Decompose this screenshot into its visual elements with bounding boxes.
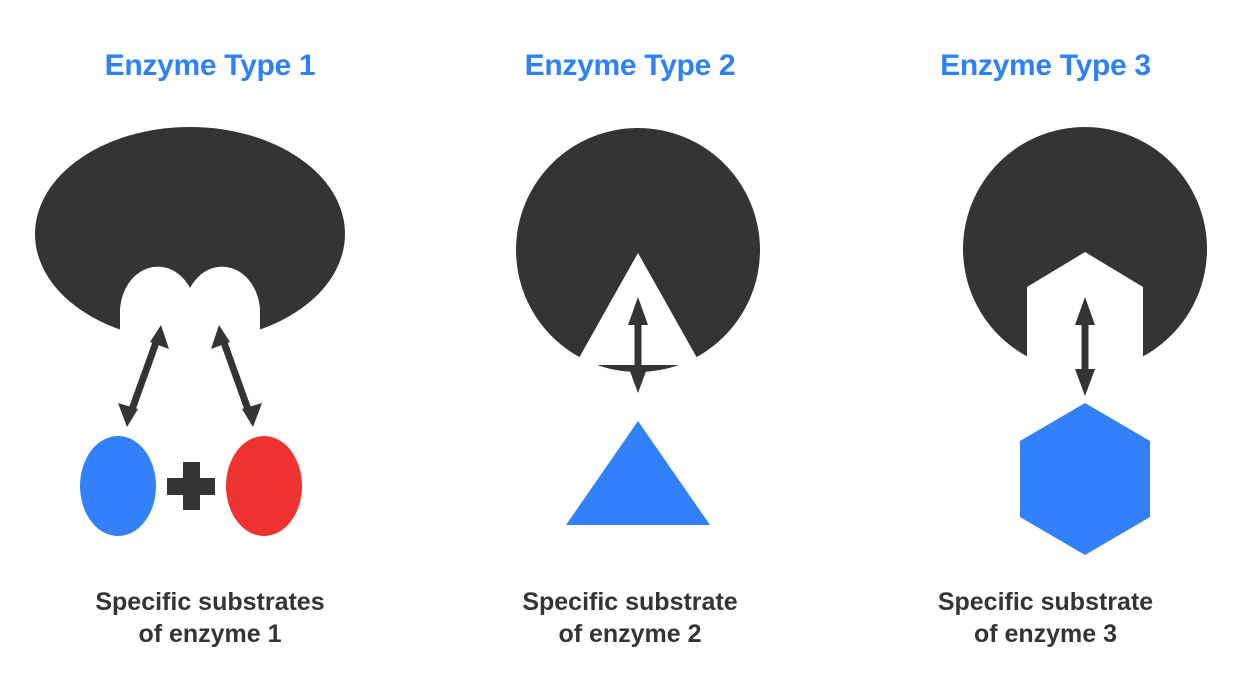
plus-operator-icon bbox=[167, 462, 215, 510]
binding-arrow-vertical bbox=[1075, 297, 1095, 396]
panel-2-caption-line-1: Specific substrate bbox=[522, 588, 738, 616]
enzyme-1-body bbox=[35, 127, 345, 341]
enzyme-2-body bbox=[516, 128, 760, 372]
panel-1-title: Enzyme Type 1 bbox=[104, 49, 316, 82]
panel-3-caption-line-1: Specific substrate bbox=[937, 588, 1154, 616]
panel-1-caption: Specific substrates of enzyme 1 bbox=[0, 586, 456, 650]
enzyme-2-circle bbox=[516, 128, 760, 372]
panel-3-figure bbox=[963, 127, 1207, 555]
enzyme-panel-1: Enzyme Type 1 bbox=[0, 0, 420, 690]
substrate-blue-oval bbox=[80, 436, 156, 536]
panel-3-caption: Specific substrate of enzyme 3 bbox=[840, 586, 1251, 650]
panel-3-caption-line-2: of enzyme 3 bbox=[973, 620, 1118, 648]
panel-1-caption-line-1: Specific substrates bbox=[95, 588, 325, 616]
panel-2-figure bbox=[516, 128, 760, 525]
enzyme-panel-2: Enzyme Type 2 Specific s bbox=[420, 0, 840, 690]
panel-2-caption: Specific substrate of enzyme 2 bbox=[420, 586, 860, 650]
enzyme-3-circle bbox=[963, 127, 1207, 371]
binding-arrow-left bbox=[118, 325, 169, 427]
substrate-blue-hexagon bbox=[1020, 403, 1150, 555]
panel-2-caption-line-2: of enzyme 2 bbox=[558, 620, 702, 648]
substrate-red-oval bbox=[226, 436, 302, 536]
enzyme-1-ellipse bbox=[35, 127, 345, 341]
substrate-blue-triangle bbox=[566, 421, 710, 525]
enzyme-panel-3: Enzyme Type 3 Specific s bbox=[840, 0, 1251, 690]
plus-bar-vertical bbox=[183, 462, 200, 510]
panel-3-title: Enzyme Type 3 bbox=[940, 49, 1151, 82]
binding-arrow-vertical bbox=[628, 297, 648, 393]
panel-2-title: Enzyme Type 2 bbox=[524, 49, 736, 82]
panel-1-figure bbox=[35, 127, 345, 536]
panel-1-caption-line-2: of enzyme 1 bbox=[138, 620, 282, 648]
enzyme-3-body bbox=[963, 127, 1207, 371]
binding-arrow-right bbox=[211, 325, 262, 427]
